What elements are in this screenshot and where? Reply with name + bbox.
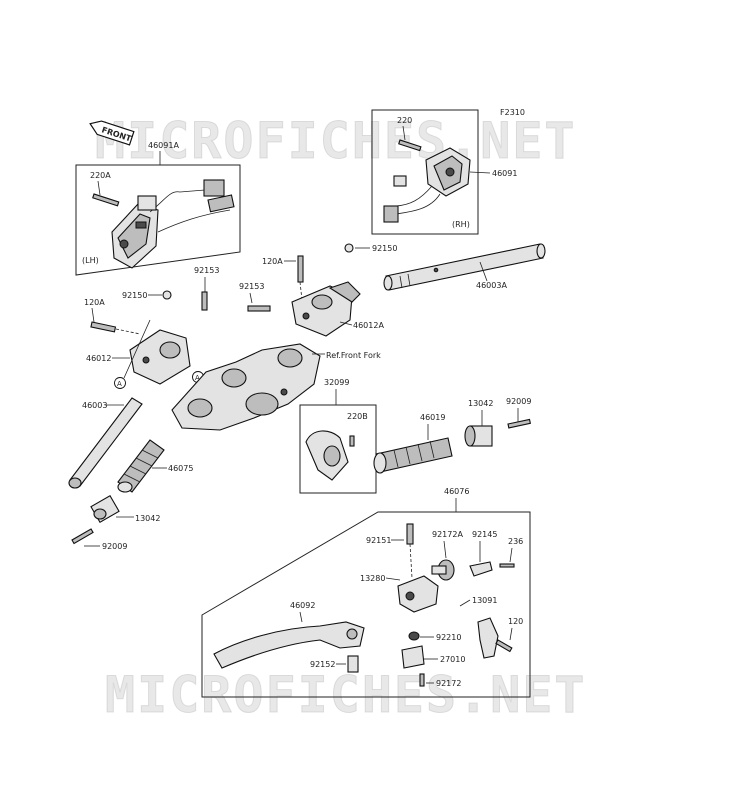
label-220B: 220B bbox=[347, 412, 368, 421]
rh-caption: (RH) bbox=[452, 220, 470, 229]
throttle-box bbox=[299, 404, 377, 494]
adjuster-knob bbox=[431, 559, 455, 581]
upper-holder-right bbox=[291, 281, 361, 337]
left-grip bbox=[117, 439, 165, 493]
lever-holder bbox=[397, 575, 439, 613]
label-13280: 13280 bbox=[360, 574, 385, 583]
label-46091: 46091 bbox=[492, 169, 517, 178]
label-46091A: 46091A bbox=[148, 141, 179, 150]
label-92150-left: 92150 bbox=[122, 291, 147, 300]
label-92150-top: 92150 bbox=[372, 244, 397, 253]
label-32099: 32099 bbox=[324, 378, 349, 387]
upper-triple-clamp bbox=[171, 343, 321, 431]
marker-a-left bbox=[114, 377, 126, 389]
figure-code: F2310 bbox=[500, 108, 525, 117]
left-bar-end-weight bbox=[90, 494, 120, 524]
left-bar-end-bolt bbox=[71, 528, 94, 545]
right-handlebar-tube bbox=[383, 243, 546, 291]
right-bar-end-bolt bbox=[507, 418, 532, 429]
label-92210: 92210 bbox=[436, 633, 461, 642]
label-92172A: 92172A bbox=[432, 530, 463, 539]
label-46012: 46012 bbox=[86, 354, 111, 363]
label-46076: 46076 bbox=[444, 487, 469, 496]
label-13042-left: 13042 bbox=[135, 514, 160, 523]
throttle-housing bbox=[305, 430, 349, 481]
lever-clamp bbox=[477, 617, 499, 659]
label-120A-left: 120A bbox=[84, 298, 105, 307]
ref-front-fork: Ref.Front Fork bbox=[326, 351, 381, 360]
rh-switch-housing bbox=[383, 147, 471, 223]
left-handlebar-tube bbox=[68, 397, 143, 489]
label-92151: 92151 bbox=[366, 536, 391, 545]
label-46092: 46092 bbox=[290, 601, 315, 610]
label-92153-top: 92153 bbox=[194, 266, 219, 275]
right-bar-end-weight bbox=[464, 425, 493, 447]
lh-caption: (LH) bbox=[82, 256, 99, 265]
label-13091: 13091 bbox=[472, 596, 497, 605]
label-46075: 46075 bbox=[168, 464, 193, 473]
upper-holder-left bbox=[129, 329, 191, 385]
label-220A-lh: 220A bbox=[90, 171, 111, 180]
label-92009-right: 92009 bbox=[506, 397, 531, 406]
label-92153-mid: 92153 bbox=[239, 282, 264, 291]
marker-a-left-text: A bbox=[117, 380, 122, 388]
lh-switch-box bbox=[75, 164, 241, 276]
label-92152: 92152 bbox=[310, 660, 335, 669]
lever-assembly-box bbox=[201, 511, 531, 698]
watermark-bottom: MICROFICHES.NET bbox=[105, 666, 587, 724]
marker-a-right-text: A bbox=[195, 374, 200, 382]
label-92009-left: 92009 bbox=[102, 542, 127, 551]
label-92172: 92172 bbox=[436, 679, 461, 688]
label-46003: 46003 bbox=[82, 401, 107, 410]
label-220: 220 bbox=[397, 116, 412, 125]
label-27010: 27010 bbox=[440, 655, 465, 664]
label-13042-right: 13042 bbox=[468, 399, 493, 408]
watermark-top: MICROFICHES.NET bbox=[95, 112, 577, 170]
label-120: 120 bbox=[508, 617, 523, 626]
label-46019: 46019 bbox=[420, 413, 445, 422]
label-92145: 92145 bbox=[472, 530, 497, 539]
brake-lever bbox=[213, 621, 365, 669]
label-46003A: 46003A bbox=[476, 281, 507, 290]
lh-switch-housing bbox=[92, 179, 235, 269]
right-grip bbox=[373, 437, 453, 474]
label-120A-top: 120A bbox=[262, 257, 283, 266]
label-236: 236 bbox=[508, 537, 523, 546]
label-46012A: 46012A bbox=[353, 321, 384, 330]
